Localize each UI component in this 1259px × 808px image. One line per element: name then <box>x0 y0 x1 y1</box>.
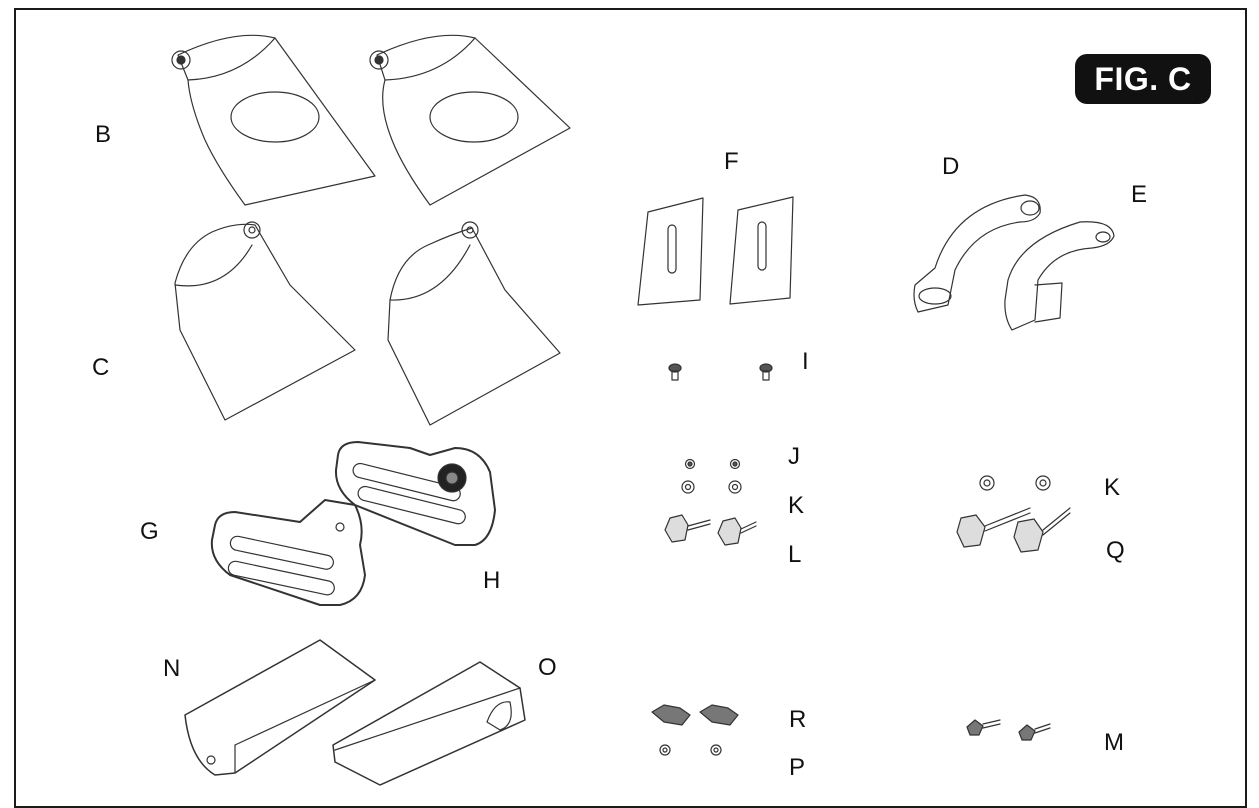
label-g: G <box>140 518 159 545</box>
label-l: L <box>788 541 802 568</box>
part-f-plates <box>637 196 794 306</box>
part-e-bracket <box>1004 221 1115 331</box>
part-p-nuts <box>659 744 722 756</box>
label-o: O <box>538 654 557 681</box>
part-b-guard-left <box>171 34 376 206</box>
label-n: N <box>163 655 181 682</box>
part-q-knobs <box>956 507 1071 553</box>
label-q: Q <box>1106 537 1125 564</box>
part-r-clamps <box>651 704 739 726</box>
part-b-guard-right <box>369 34 571 206</box>
figure-badge: FIG. C <box>1075 54 1211 104</box>
label-r: R <box>789 706 807 733</box>
label-c: C <box>92 354 110 381</box>
part-k-washers-right <box>979 475 1051 491</box>
label-j: J <box>788 443 800 470</box>
label-h: H <box>483 567 501 594</box>
label-k-right: K <box>1104 474 1121 501</box>
label-p: P <box>789 754 806 781</box>
part-l-knobs <box>664 514 757 546</box>
part-m-bolts <box>966 719 1051 741</box>
part-c-guard-right <box>387 221 561 426</box>
label-k-left: K <box>788 492 805 519</box>
part-d-bracket <box>913 194 1041 313</box>
label-d: D <box>942 153 960 180</box>
part-i-screws <box>668 363 773 381</box>
part-g-plate <box>210 499 366 606</box>
label-f: F <box>724 148 739 175</box>
part-j-nuts <box>684 458 741 470</box>
label-b: B <box>95 121 112 148</box>
part-o-wedge <box>332 661 526 786</box>
part-k-washers <box>681 480 742 494</box>
part-c-guard-left <box>174 221 356 421</box>
part-n-wedge <box>184 639 376 776</box>
part-h-plate <box>334 441 496 546</box>
label-m: M <box>1104 729 1124 756</box>
label-i: I <box>802 348 809 375</box>
label-e: E <box>1131 181 1148 208</box>
